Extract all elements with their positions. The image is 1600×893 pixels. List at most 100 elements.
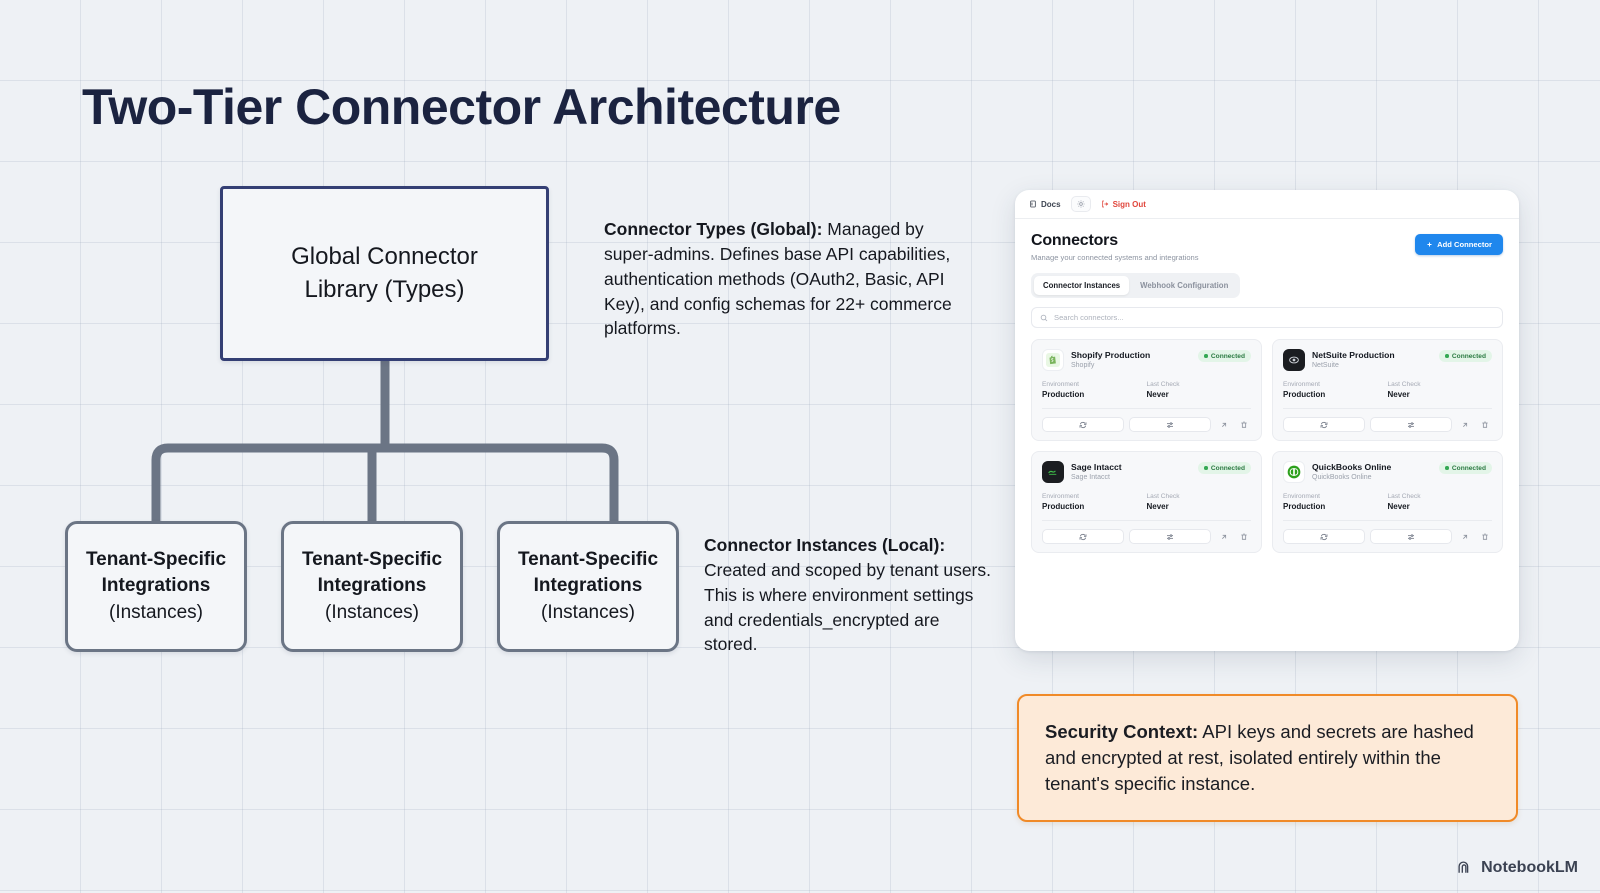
last-check-label: Last Check — [1146, 493, 1180, 500]
connector-type: Shopify — [1071, 362, 1095, 369]
annotation-connector-instances-label: Connector Instances (Local): — [704, 535, 946, 555]
connector-card-sage-intacct[interactable]: Sage Intacct Sage Intacct Connected Envi… — [1031, 451, 1262, 553]
connector-type: NetSuite — [1312, 362, 1339, 369]
open-external-button[interactable] — [1457, 417, 1472, 432]
node-tenant-2-line2: Integrations — [317, 575, 427, 597]
open-external-button[interactable] — [1457, 529, 1472, 544]
notebooklm-watermark: NotebookLM — [1457, 859, 1578, 877]
configure-button[interactable] — [1370, 529, 1452, 544]
annotation-connector-instances-body: Created and scoped by tenant users. This… — [704, 559, 991, 655]
sync-button[interactable] — [1042, 529, 1124, 544]
theme-toggle-button[interactable] — [1070, 196, 1091, 212]
shopify-icon — [1042, 349, 1064, 371]
connector-name: Sage Intacct — [1071, 462, 1122, 472]
connector-name: QuickBooks Online — [1312, 462, 1392, 472]
sign-out-label: Sign Out — [1112, 199, 1146, 209]
sun-icon — [1077, 200, 1085, 208]
delete-button[interactable] — [1477, 529, 1492, 544]
security-context-body: API keys and secrets are hashed and encr… — [1045, 720, 1474, 795]
last-check-label: Last Check — [1387, 493, 1421, 500]
node-tenant-2: Tenant-Specific Integrations (Instances) — [281, 521, 463, 652]
plus-icon — [1426, 241, 1433, 248]
node-tenant-1-line3: (Instances) — [109, 601, 203, 623]
status-label: Connected — [1210, 352, 1245, 360]
sage-icon — [1042, 461, 1064, 483]
book-icon — [1029, 200, 1037, 208]
docs-link[interactable]: Docs — [1029, 200, 1061, 209]
notebooklm-logo-icon — [1457, 860, 1474, 877]
annotation-connector-types-label: Connector Types (Global): — [604, 219, 823, 239]
environment-value: Production — [1283, 502, 1326, 511]
page-title: Two-Tier Connector Architecture — [82, 79, 841, 135]
status-badge: Connected — [1439, 462, 1492, 474]
annotation-connector-instances: Connector Instances (Local): Created and… — [704, 533, 996, 657]
configure-button[interactable] — [1129, 529, 1211, 544]
node-global-label: Global Connector Library (Types) — [291, 241, 478, 306]
status-dot-icon — [1445, 466, 1449, 470]
node-tenant-1-line1: Tenant-Specific — [85, 549, 227, 571]
search-input[interactable]: Search connectors... — [1031, 307, 1503, 328]
docs-label: Docs — [1041, 199, 1061, 209]
node-tenant-3-line3: (Instances) — [541, 601, 635, 623]
status-label: Connected — [1451, 352, 1486, 360]
last-check-value: Never — [1146, 502, 1169, 511]
node-tenant-3: Tenant-Specific Integrations (Instances) — [497, 521, 679, 652]
status-badge: Connected — [1198, 350, 1251, 362]
connector-type: Sage Intacct — [1071, 474, 1110, 481]
add-connector-label: Add Connector — [1437, 240, 1492, 249]
node-tenant-2-line3: (Instances) — [325, 601, 419, 623]
last-check-value: Never — [1387, 502, 1410, 511]
architecture-diagram: Global Connector Library (Types) Tenant-… — [0, 0, 1000, 700]
environment-label: Environment — [1042, 381, 1080, 388]
configure-button[interactable] — [1370, 417, 1452, 432]
environment-value: Production — [1042, 390, 1085, 399]
open-external-button[interactable] — [1216, 529, 1231, 544]
node-tenant-3-line2: Integrations — [533, 575, 643, 597]
annotation-connector-types-body: Managed by super-admins. Defines base AP… — [604, 219, 952, 339]
connector-name: NetSuite Production — [1312, 350, 1395, 360]
last-check-value: Never — [1146, 390, 1169, 399]
status-label: Connected — [1210, 464, 1245, 472]
connector-card-netsuite[interactable]: NetSuite Production NetSuite Connected E… — [1272, 339, 1503, 441]
search-placeholder: Search connectors... — [1054, 313, 1124, 322]
status-label: Connected — [1451, 464, 1486, 472]
status-badge: Connected — [1439, 350, 1492, 362]
last-check-value: Never — [1387, 390, 1410, 399]
connector-card-quickbooks[interactable]: QuickBooks Online QuickBooks Online Conn… — [1272, 451, 1503, 553]
status-dot-icon — [1204, 466, 1208, 470]
app-body: Connectors Manage your connected systems… — [1015, 219, 1519, 553]
environment-label: Environment — [1042, 493, 1080, 500]
connector-card-grid: Shopify Production Shopify Connected Env… — [1031, 339, 1503, 553]
delete-button[interactable] — [1236, 417, 1251, 432]
node-tenant-1-line2: Integrations — [101, 575, 211, 597]
annotation-connector-types: Connector Types (Global): Managed by sup… — [604, 217, 956, 341]
tab-bar: Connector Instances Webhook Configuratio… — [1031, 273, 1241, 298]
sync-button[interactable] — [1283, 417, 1365, 432]
last-check-label: Last Check — [1146, 381, 1180, 388]
quickbooks-icon — [1283, 461, 1305, 483]
status-dot-icon — [1204, 354, 1208, 358]
watermark-label: NotebookLM — [1481, 859, 1578, 876]
configure-button[interactable] — [1129, 417, 1211, 432]
open-external-button[interactable] — [1216, 417, 1231, 432]
environment-label: Environment — [1283, 381, 1321, 388]
app-page-subtitle: Manage your connected systems and integr… — [1031, 253, 1199, 262]
status-badge: Connected — [1198, 462, 1251, 474]
environment-label: Environment — [1283, 493, 1321, 500]
search-icon — [1040, 314, 1048, 322]
connector-card-shopify[interactable]: Shopify Production Shopify Connected Env… — [1031, 339, 1262, 441]
tab-connector-instances[interactable]: Connector Instances — [1034, 276, 1130, 295]
sync-button[interactable] — [1283, 529, 1365, 544]
tab-webhook-configuration[interactable]: Webhook Configuration — [1140, 281, 1229, 290]
sync-button[interactable] — [1042, 417, 1124, 432]
security-context-callout: Security Context: API keys and secrets a… — [1017, 694, 1518, 822]
connector-name: Shopify Production — [1071, 350, 1151, 360]
sign-out-button[interactable]: Sign Out — [1101, 200, 1146, 209]
delete-button[interactable] — [1477, 417, 1492, 432]
node-global-line2: Library (Types) — [304, 275, 465, 303]
environment-value: Production — [1042, 502, 1085, 511]
delete-button[interactable] — [1236, 529, 1251, 544]
node-tenant-3-line1: Tenant-Specific — [517, 549, 659, 571]
logout-icon — [1101, 200, 1109, 208]
add-connector-button[interactable]: Add Connector — [1415, 234, 1503, 255]
